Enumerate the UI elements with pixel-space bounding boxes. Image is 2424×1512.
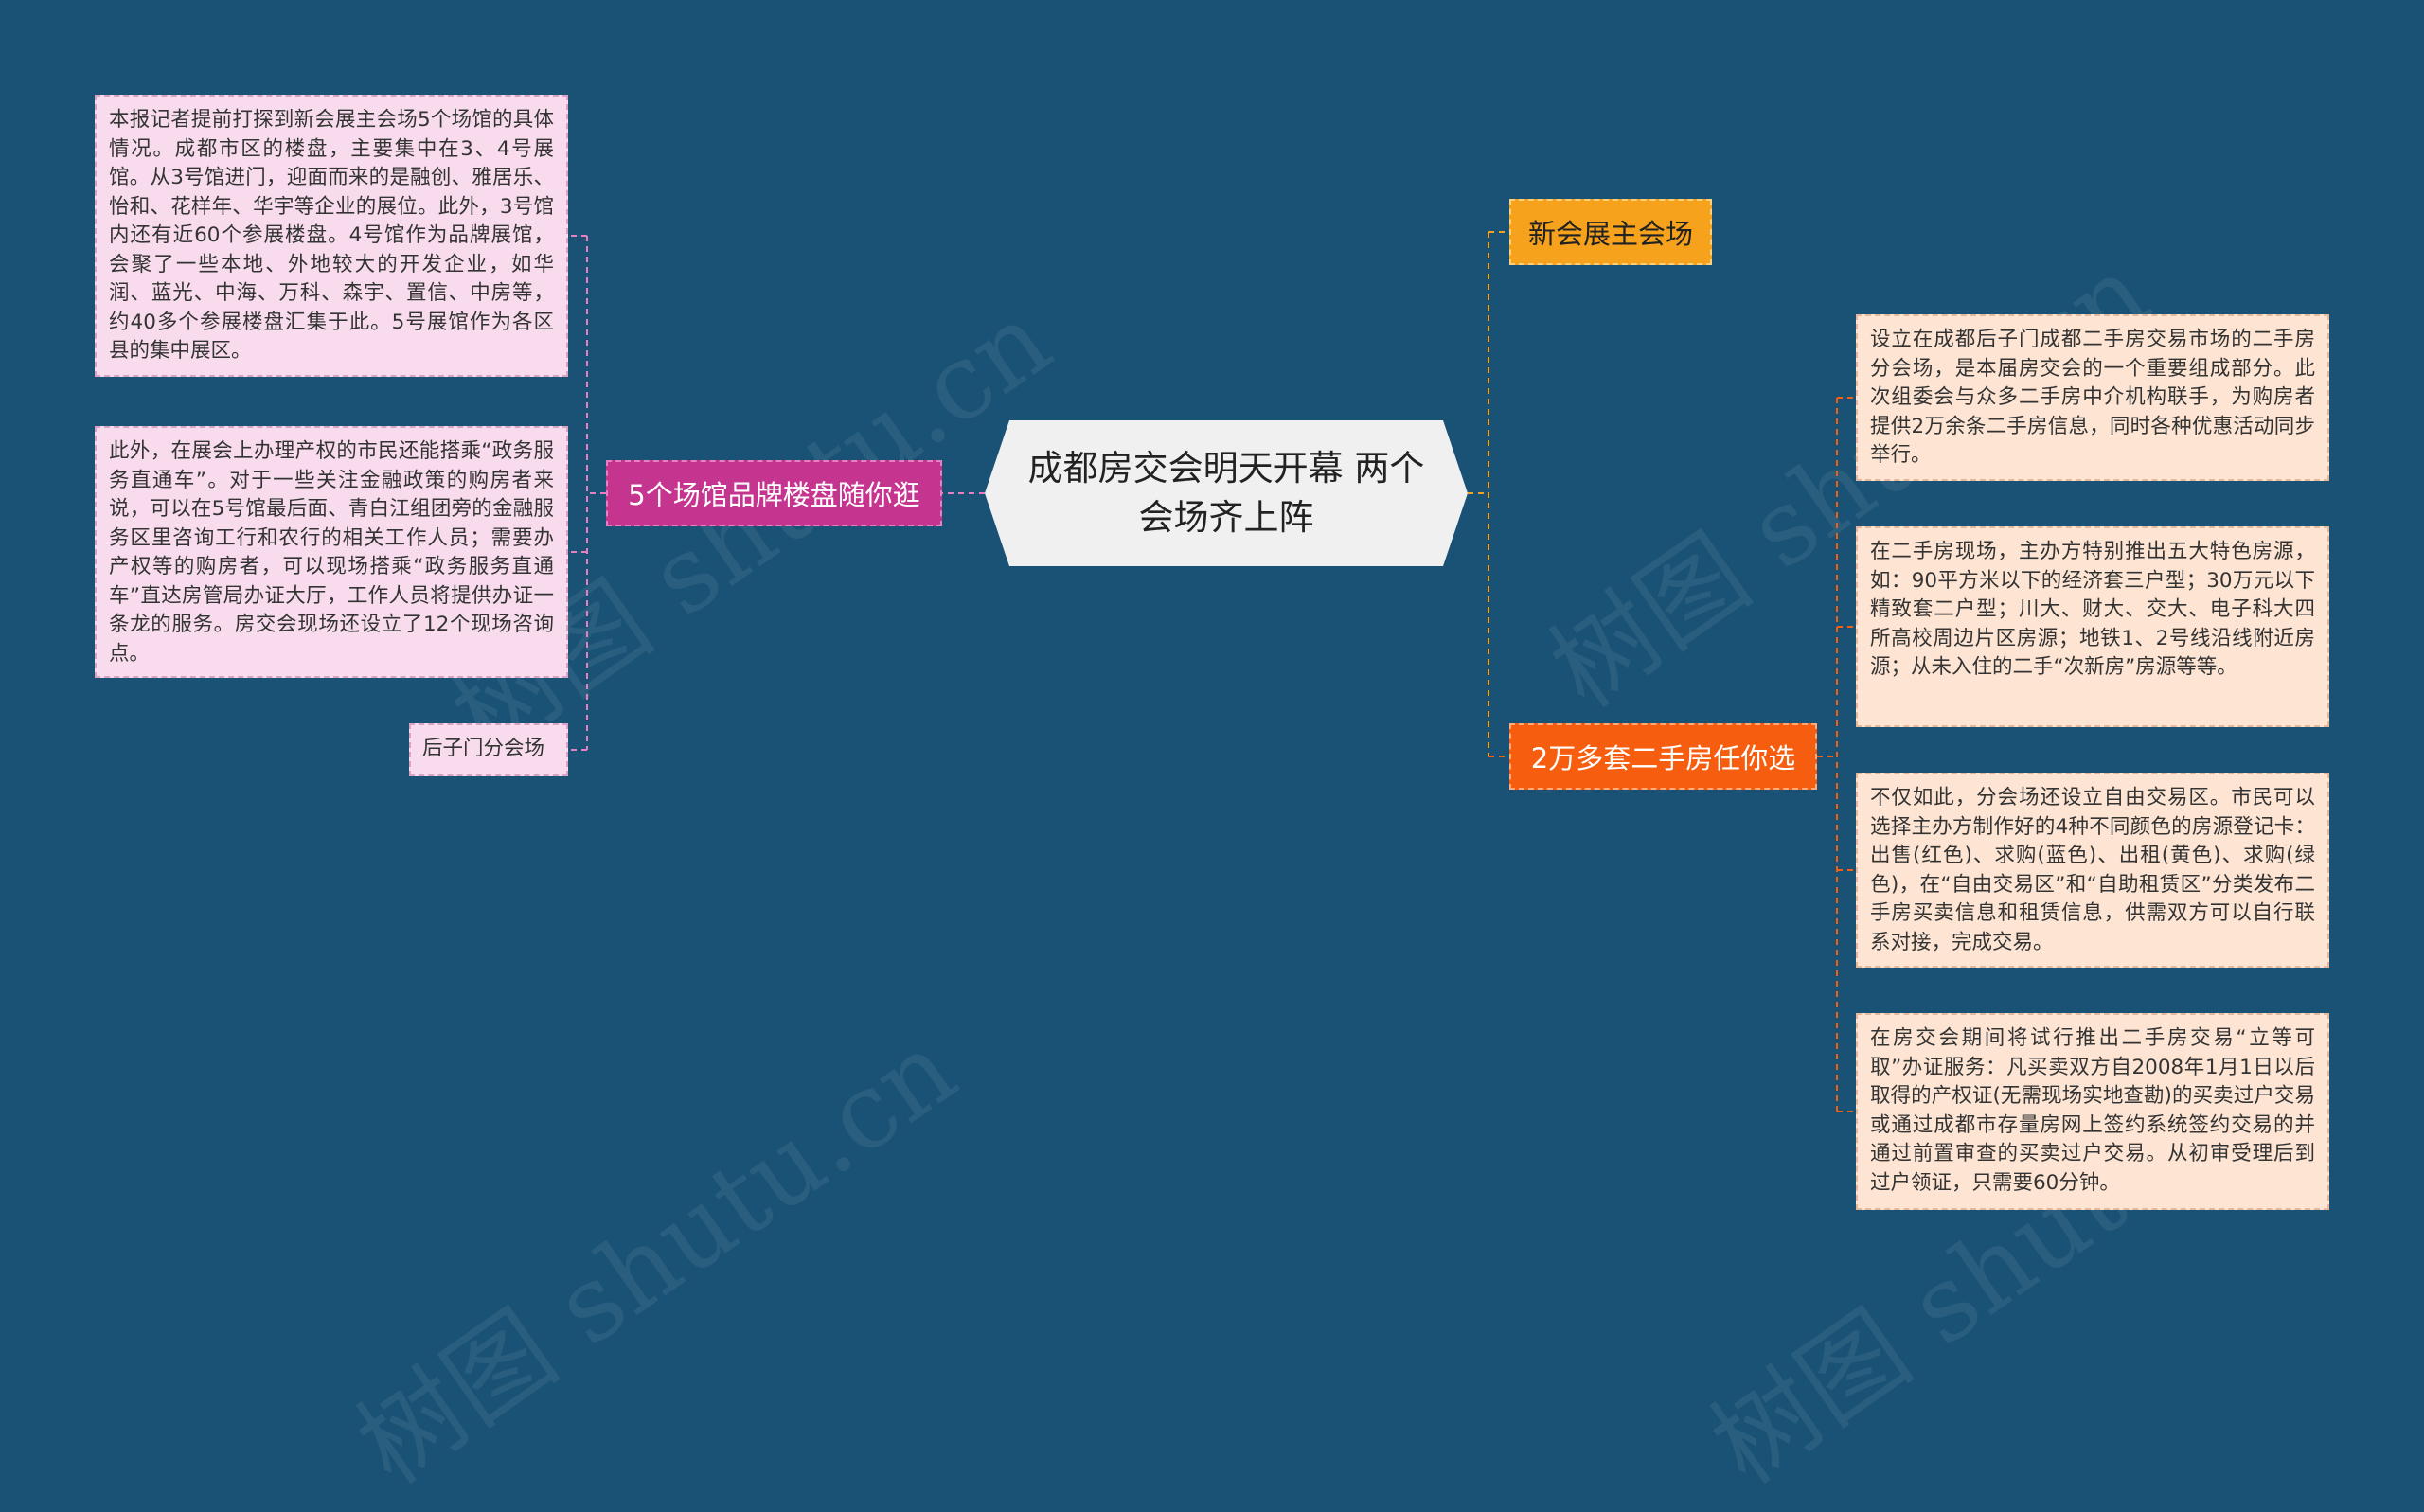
branch-main-venue[interactable]: 新会展主会场 [1509,199,1712,265]
root-topic-text: 成都房交会明天开幕 两个会场齐上阵 [1027,448,1425,538]
leaf-branch-venue-intro[interactable]: 设立在成都后子门成都二手房交易市场的二手房分会场，是本届房交会的一个重要组成部分… [1856,314,2329,481]
leaf-featured-listings[interactable]: 在二手房现场，主办方特别推出五大特色房源，如：90平方米以下的经济套三户型；30… [1856,526,2329,727]
leaf-text: 在二手房现场，主办方特别推出五大特色房源，如：90平方米以下的经济套三户型；30… [1870,540,2315,679]
leaf-text: 不仅如此，分会场还设立自由交易区。市民可以选择主办方制作好的4种不同颜色的房源登… [1870,786,2315,954]
leaf-text: 后子门分会场 [422,737,545,760]
leaf-venue-details[interactable]: 本报记者提前打探到新会展主会场5个场馆的具体情况。成都市区的楼盘，主要集中在3、… [95,95,568,377]
connector-left-trunk [586,236,606,750]
connector-right-trunk [1817,398,1838,1112]
branch-second-hand-label: 2万多套二手房任你选 [1530,742,1796,774]
branch-second-hand-housing[interactable]: 2万多套二手房任你选 [1509,723,1817,790]
leaf-government-service[interactable]: 此外，在展会上办理产权的市民还能搭乘“政务服务直通车”。对于一些关注金融政策的购… [95,426,568,678]
branch-venues-label: 5个场馆品牌楼盘随你逛 [628,479,920,511]
leaf-instant-certificate[interactable]: 在房交会期间将试行推出二手房交易“立等可取”办证服务：凡买卖双方自2008年1月… [1856,1013,2329,1210]
leaf-text: 本报记者提前打探到新会展主会场5个场馆的具体情况。成都市区的楼盘，主要集中在3、… [109,108,554,363]
connector-lines [568,231,1856,1112]
root-topic[interactable]: 成都房交会明天开幕 两个会场齐上阵 [985,420,1468,566]
leaf-houzimen-venue[interactable]: 后子门分会场 [409,723,568,776]
mind-map-canvas: 树图 shutu.cn 树图 shutu.cn 树图 shutu.cn 树图 s… [95,95,2331,1507]
leaf-text: 在房交会期间将试行推出二手房交易“立等可取”办证服务：凡买卖双方自2008年1月… [1870,1026,2315,1195]
branch-venues[interactable]: 5个场馆品牌楼盘随你逛 [606,460,942,526]
leaf-text: 此外，在展会上办理产权的市民还能搭乘“政务服务直通车”。对于一些关注金融政策的购… [109,439,554,666]
connector-root-right [1468,232,1489,756]
branch-main-venue-label: 新会展主会场 [1527,218,1693,250]
leaf-free-trading-zone[interactable]: 不仅如此，分会场还设立自由交易区。市民可以选择主办方制作好的4种不同颜色的房源登… [1856,773,2329,968]
leaf-text: 设立在成都后子门成都二手房交易市场的二手房分会场，是本届房交会的一个重要组成部分… [1870,328,2315,467]
